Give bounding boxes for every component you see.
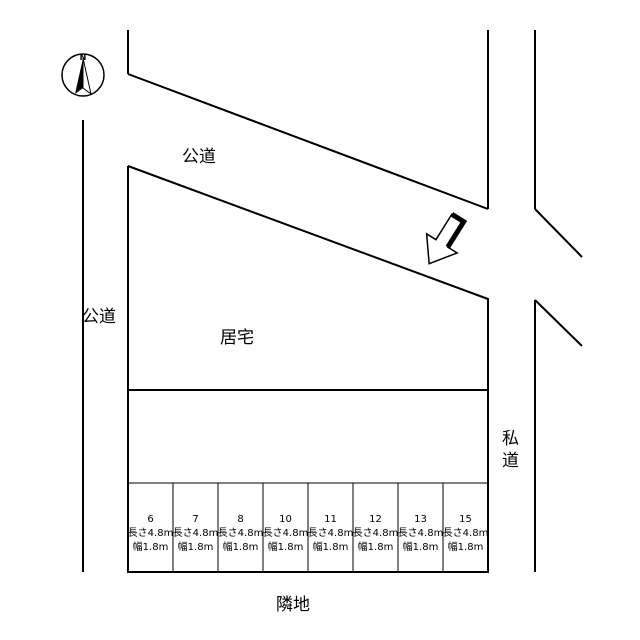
compass-north-label: N (80, 53, 87, 62)
parking-space-width: 幅1.8m (448, 540, 484, 553)
private-road-label-2: 道 (502, 451, 519, 471)
parking-space-length: 長さ4.8m (173, 527, 219, 539)
lot-boundary (127, 165, 489, 573)
compass-needle-light (82, 57, 92, 96)
parking-space-number: 7 (192, 514, 198, 525)
parking-space-length: 長さ4.8m (353, 527, 399, 539)
public-road-left-label: 公道 (82, 307, 116, 327)
parking-space-width: 幅1.8m (313, 540, 349, 553)
arrow-shape (425, 213, 465, 265)
private-road-right-diagonal-upper (534, 208, 583, 258)
public-road-top-label: 公道 (182, 147, 216, 167)
parking-space-number: 10 (279, 514, 292, 525)
parking-space-length: 長さ4.8m (218, 527, 264, 539)
parking-spaces: 6長さ4.8m幅1.8m7長さ4.8m幅1.8m8長さ4.8m幅1.8m10長さ… (128, 483, 489, 572)
arrow-shadow-edge (445, 212, 468, 249)
residence-label: 居宅 (220, 328, 254, 348)
parking-space-width: 幅1.8m (178, 540, 214, 553)
north-compass: N (61, 53, 105, 97)
parking-space-length: 長さ4.8m (308, 527, 354, 539)
parking-space-width: 幅1.8m (133, 540, 169, 553)
parking-space-width: 幅1.8m (223, 540, 259, 553)
parking-space-number: 12 (369, 514, 382, 525)
parking-space-width: 幅1.8m (403, 540, 439, 553)
private-road-label-1: 私 (502, 429, 519, 449)
parking-space-width: 幅1.8m (268, 540, 304, 553)
parking-space-number: 6 (147, 514, 153, 525)
parking-space-length: 長さ4.8m (398, 527, 444, 539)
parking-space-number: 13 (414, 514, 427, 525)
entrance-arrow (425, 212, 468, 265)
neighbor-land-label: 隣地 (276, 595, 310, 615)
top-road-upper-edge (127, 73, 489, 210)
private-road-right-diagonal-lower (534, 299, 583, 347)
parking-space-width: 幅1.8m (358, 540, 394, 553)
parking-space-length: 長さ4.8m (443, 527, 489, 539)
parking-space-length: 長さ4.8m (128, 527, 174, 539)
parking-space-length: 長さ4.8m (263, 527, 309, 539)
road-lines (82, 30, 583, 572)
parking-space-number: 15 (459, 514, 472, 525)
parking-space-number: 8 (237, 514, 243, 525)
compass-needle-dark (75, 58, 83, 94)
parking-space-number: 11 (324, 514, 337, 525)
